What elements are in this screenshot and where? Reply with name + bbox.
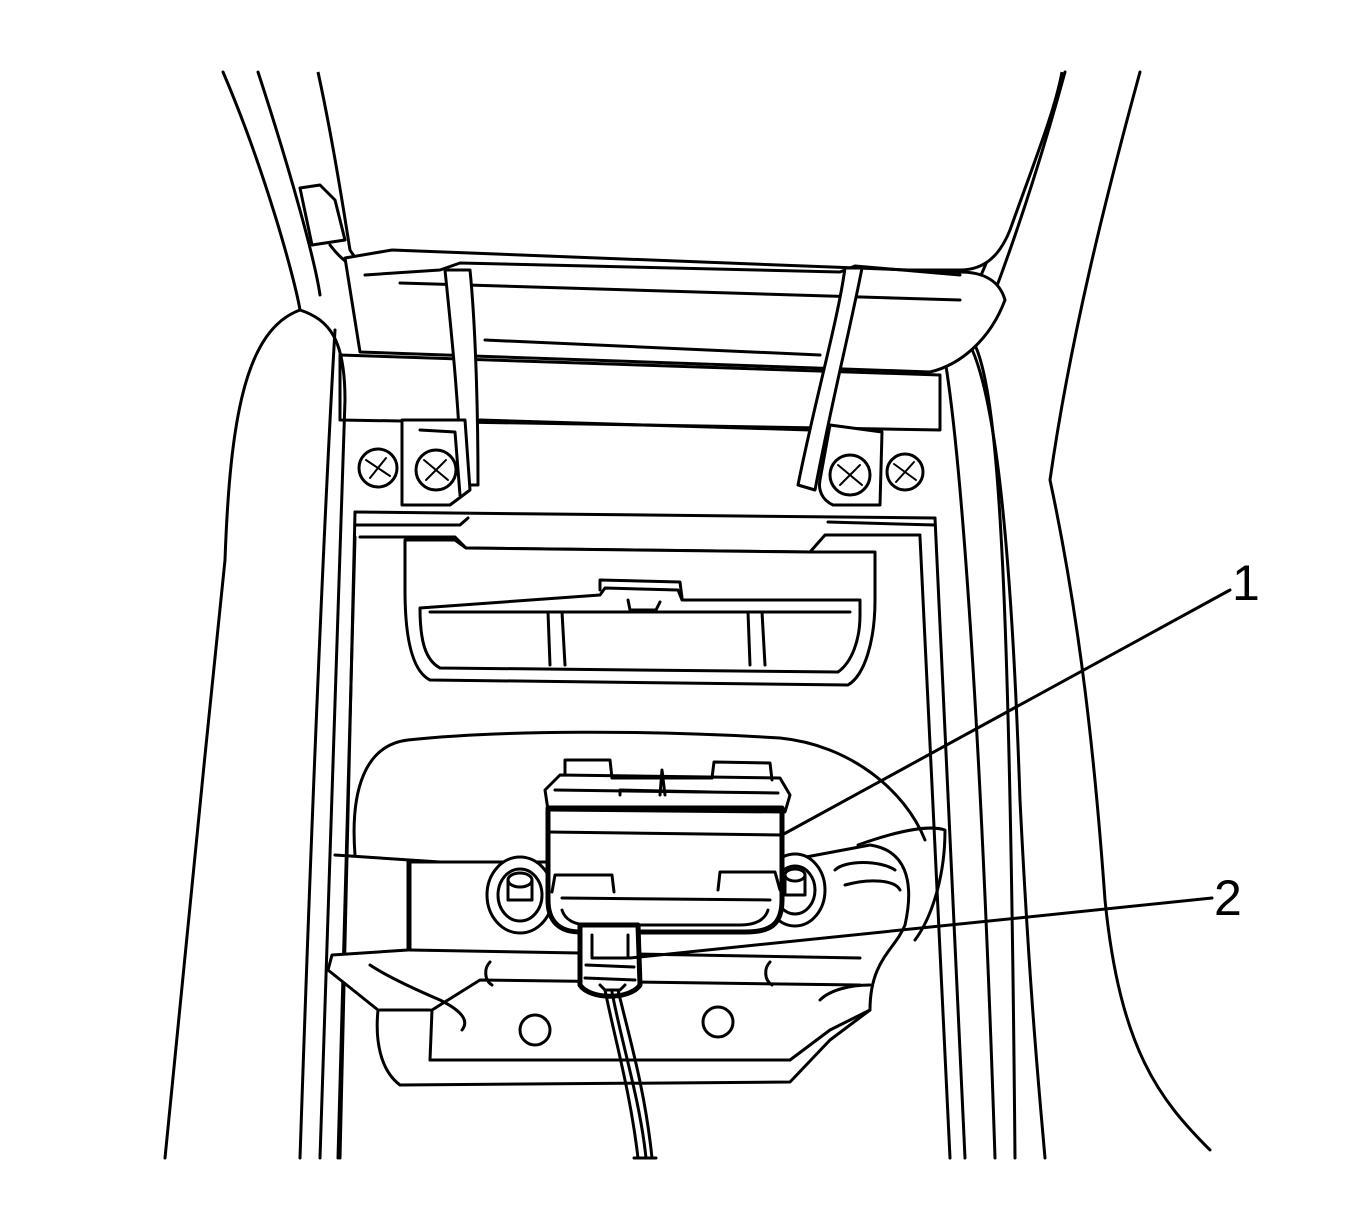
wiring-harness	[603, 988, 658, 1160]
callout-label-2: 2	[1214, 870, 1242, 926]
upper-tray-vent	[403, 538, 877, 687]
stud-left	[485, 855, 555, 935]
callout-label-1: 1	[1232, 555, 1260, 611]
screw-left-inner	[414, 448, 458, 492]
callout-leaders	[628, 588, 1232, 960]
hinge-screws	[357, 447, 925, 497]
leader-line-2	[628, 896, 1214, 960]
screw-right-outer	[885, 452, 925, 492]
screw-left-outer	[357, 447, 399, 489]
leader-line-1	[780, 588, 1232, 837]
control-module	[543, 758, 792, 935]
electrical-connector	[577, 922, 643, 999]
screw-right-inner	[828, 453, 872, 497]
